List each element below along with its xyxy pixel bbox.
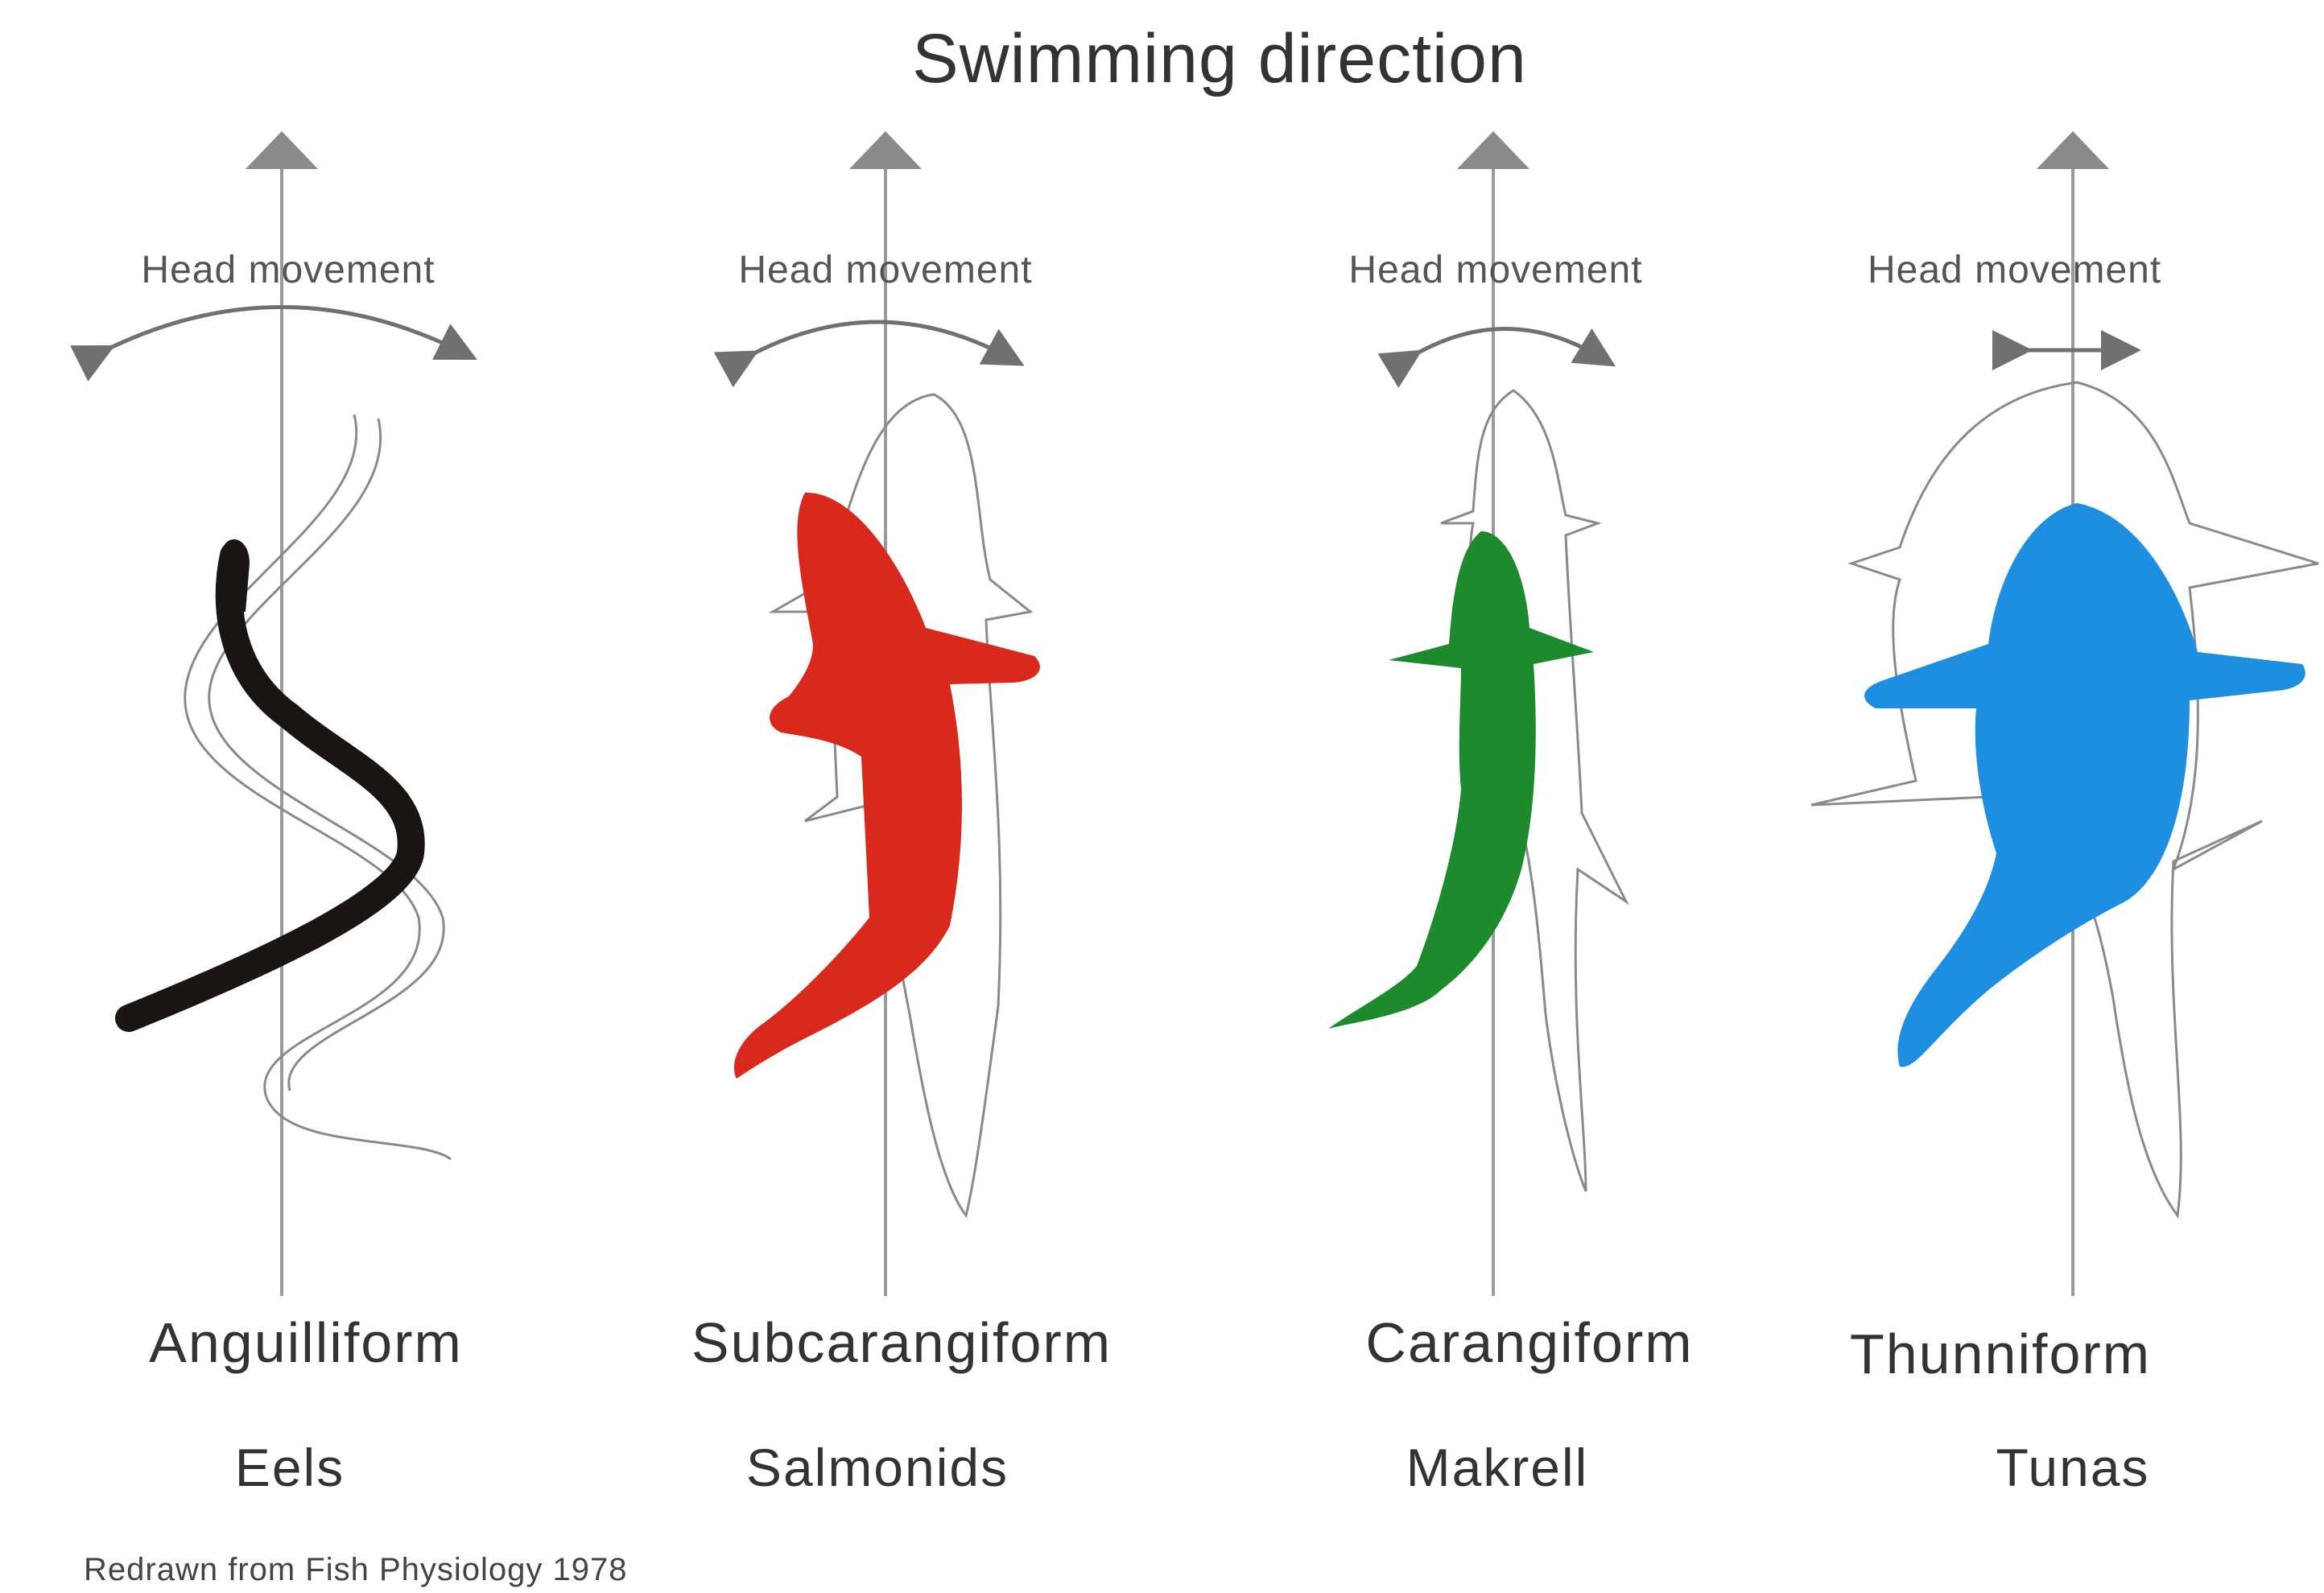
head-movement-label: Head movement <box>596 248 1175 292</box>
head-movement-label: Head movement <box>0 248 578 292</box>
mode-name-thunniform: Thunniform <box>1711 1322 2290 1386</box>
head-movement-label: Head movement <box>1803 248 2324 292</box>
source-credit: Redrawn from Fish Physiology 1978 <box>84 1552 628 1588</box>
diagram-title: Swimming direction <box>0 19 2324 99</box>
head-movement-arc-icon <box>1409 329 1602 359</box>
example-makrell: Makrell <box>1207 1437 1787 1498</box>
column-subcarangiform <box>734 131 1040 1296</box>
direction-arrow-icon <box>246 131 318 169</box>
mackerel-silhouette-icon <box>1328 531 1594 1029</box>
column-carangiform <box>1328 131 1626 1296</box>
eel-outline-icon <box>185 415 451 1159</box>
direction-arrow-icon <box>1457 131 1529 169</box>
example-tunas: Tunas <box>1783 1437 2324 1498</box>
mode-name-anguilliform: Anguilliform <box>0 1310 612 1375</box>
tuna-silhouette-icon <box>1864 503 2305 1067</box>
direction-arrow-icon <box>2037 131 2109 169</box>
eel-silhouette-icon <box>129 555 411 1018</box>
direction-arrow-icon <box>849 131 922 169</box>
salmonid-silhouette-icon <box>734 493 1040 1079</box>
head-movement-label: Head movement <box>1206 248 1785 292</box>
head-movement-arc-icon <box>745 322 1010 358</box>
example-salmonids: Salmonids <box>588 1437 1167 1498</box>
mode-name-subcarangiform: Subcarangiform <box>596 1310 1207 1375</box>
column-anguilliform <box>101 131 463 1296</box>
column-thunniform <box>1811 131 2318 1296</box>
example-eels: Eels <box>0 1437 580 1498</box>
